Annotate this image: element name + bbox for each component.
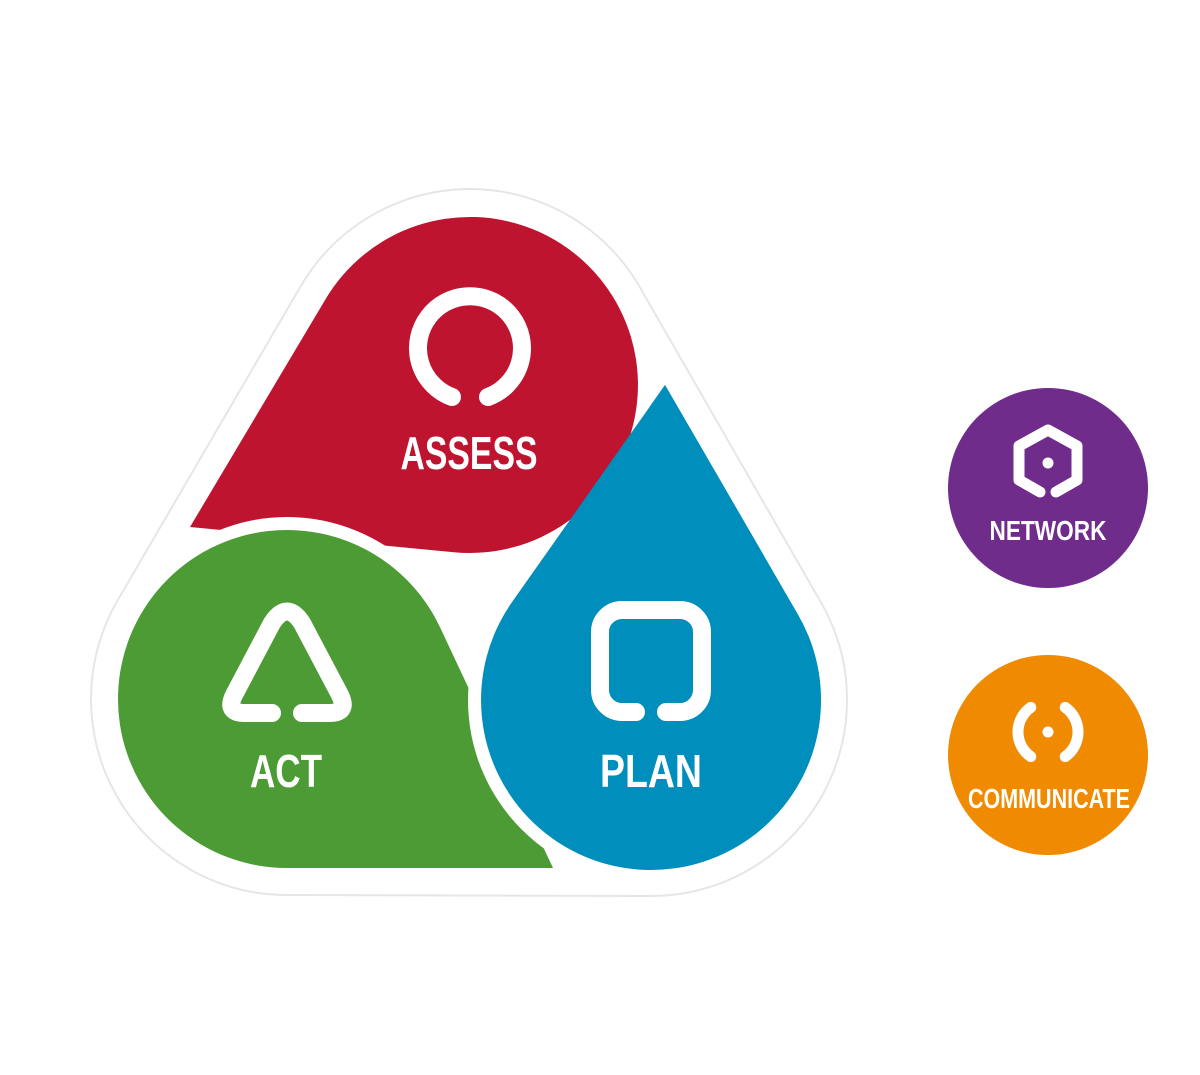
assess-drop [190,216,638,553]
assess-segment: ASSESS [401,287,538,479]
assess-label: ASSESS [401,427,538,479]
network-label: NETWORK [990,515,1107,546]
communicate-badge: COMMUNICATE [948,655,1148,855]
plan-drop [481,385,822,870]
network-badge: NETWORK [948,388,1148,588]
open-triangle-icon [222,602,352,722]
act-label: ACT [250,745,322,797]
plan-segment: PLAN [591,601,711,797]
open-hexagon-dot-icon [1013,424,1083,498]
open-ring-icon [409,287,531,406]
open-square-icon [591,601,711,721]
brackets-dot-icon [1012,701,1084,763]
plan-label: PLAN [600,745,702,797]
act-segment: ACT [222,602,352,797]
communicate-label: COMMUNICATE [968,783,1130,814]
